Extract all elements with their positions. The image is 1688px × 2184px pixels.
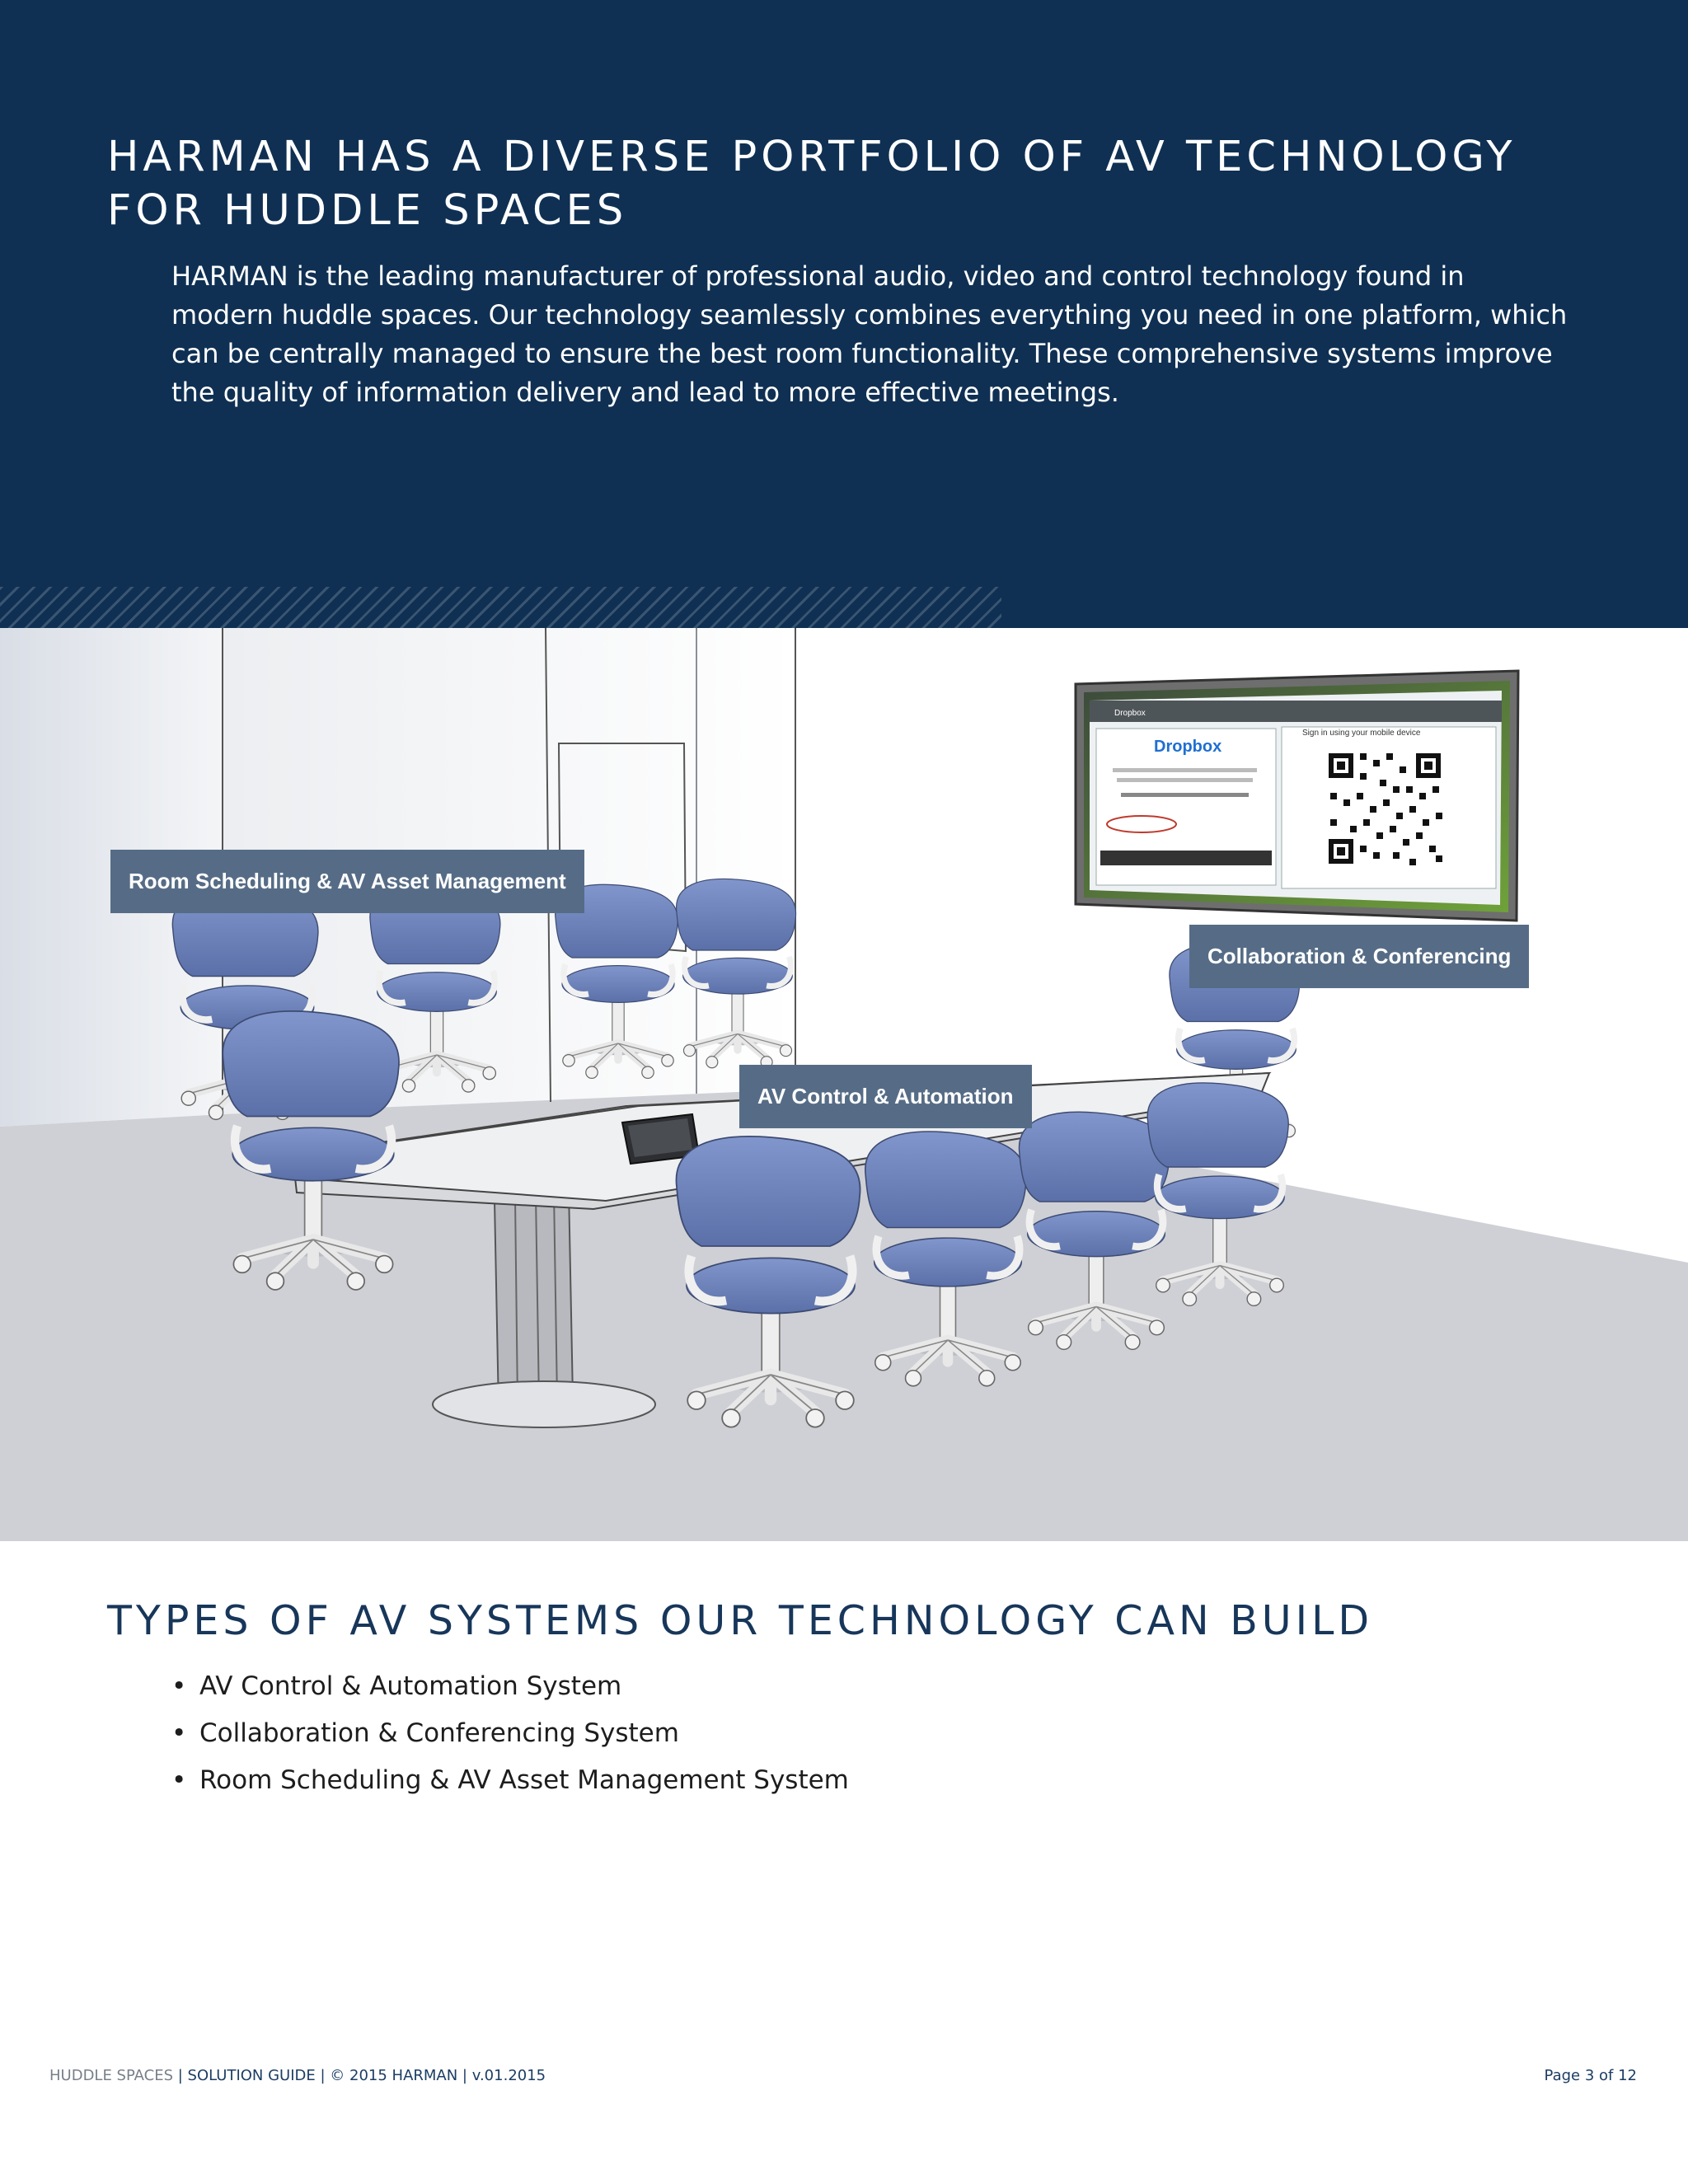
display-app-name: Dropbox <box>1114 709 1146 718</box>
bullet-icon: • <box>171 1718 187 1748</box>
footer-page-number: Page 3 of 12 <box>1544 2067 1637 2084</box>
wall-display: Dropbox Dropbox Sign in using your mobil… <box>1074 669 1520 922</box>
headline-line-1: HARMAN HAS A DIVERSE PORTFOLIO OF AV TEC… <box>107 133 1517 181</box>
footer-doc-meta: | SOLUTION GUIDE | © 2015 HARMAN | v.01.… <box>173 2067 546 2084</box>
page-headline: HARMAN HAS A DIVERSE PORTFOLIO OF AV TEC… <box>107 130 1591 237</box>
list-item: • AV Control & Automation System <box>171 1666 849 1713</box>
headline-line-2: FOR HUDDLE SPACES <box>107 186 628 235</box>
display-mobile-prompt: Sign in using your mobile device <box>1302 729 1421 738</box>
systems-list: • AV Control & Automation System • Collabo… <box>171 1666 849 1807</box>
systems-section-title: TYPES OF AV SYSTEMS OUR TECHNOLOGY CAN B… <box>107 1597 1374 1644</box>
hatch-stripe-decoration <box>0 587 1001 628</box>
callout-av-control: AV Control & Automation <box>739 1065 1032 1128</box>
callout-room-scheduling: Room Scheduling & AV Asset Management <box>110 850 584 913</box>
display-logo-text: Dropbox <box>1154 738 1221 756</box>
footer-doc-name: HUDDLE SPACES <box>49 2067 174 2084</box>
footer-doc-info: HUDDLE SPACES | SOLUTION GUIDE | © 2015 … <box>49 2067 546 2084</box>
bullet-icon: • <box>171 1765 187 1795</box>
bullet-icon: • <box>171 1671 187 1701</box>
intro-paragraph: HARMAN is the leading manufacturer of pr… <box>171 260 1568 408</box>
callout-collaboration: Collaboration & Conferencing <box>1189 925 1530 988</box>
list-item: • Collaboration & Conferencing System <box>171 1713 849 1760</box>
list-item-label: Room Scheduling & AV Asset Management Sy… <box>199 1765 849 1795</box>
header-band <box>0 0 1688 628</box>
meeting-room-illustration: Dropbox Dropbox Sign in using your mobil… <box>0 628 1688 1541</box>
list-item-label: AV Control & Automation System <box>199 1671 622 1701</box>
qr-code-icon <box>1327 752 1444 867</box>
list-item: • Room Scheduling & AV Asset Management S… <box>171 1760 849 1807</box>
list-item-label: Collaboration & Conferencing System <box>199 1718 679 1748</box>
